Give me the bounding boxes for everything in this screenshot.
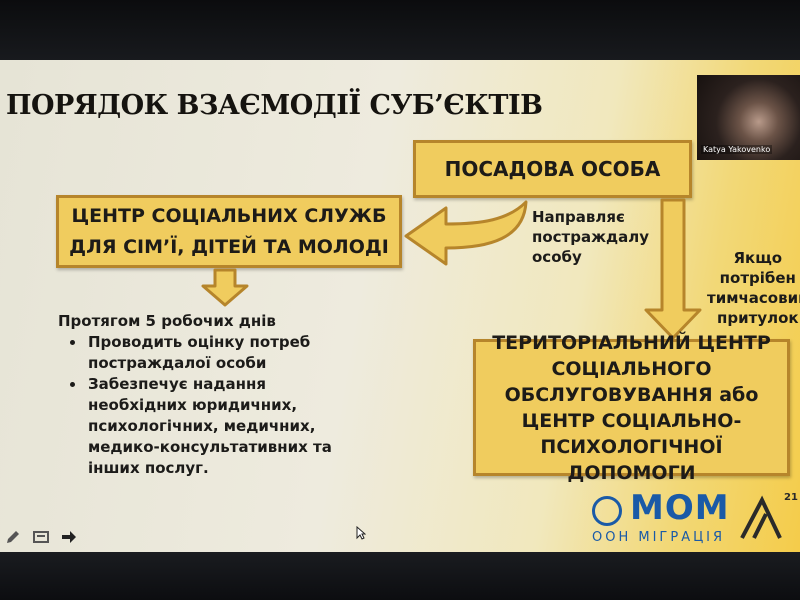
directs-victim-label: Направляє постраждалу особу — [532, 208, 650, 266]
days-heading: Протягом 5 робочих днів — [58, 312, 276, 330]
partner-logo-icon — [740, 495, 782, 539]
down-arrow-small — [200, 268, 250, 308]
actions-list: Протягом 5 робочих днів Проводить оцінку… — [58, 311, 332, 479]
down-arrow-long — [642, 198, 704, 340]
curved-left-arrow — [402, 198, 532, 270]
list-item: Забезпечує надання необхідних юридичних,… — [68, 374, 332, 479]
mouse-cursor-icon — [356, 525, 367, 544]
screen-top-bezel — [0, 0, 800, 70]
un-globe-icon — [592, 496, 622, 526]
screen-bottom-bezel — [0, 552, 800, 600]
presentation-toolbar — [0, 522, 124, 552]
iom-logo-text: МОМ — [630, 488, 730, 528]
next-arrow-icon[interactable] — [60, 528, 78, 546]
partner-logo-number: 21 — [784, 492, 798, 503]
official-box: ПОСАДОВА ОСОБА — [413, 140, 692, 198]
participant-name: Katya Yakovenko — [701, 145, 773, 154]
social-services-center-box: ЦЕНТР СОЦІАЛЬНИХ СЛУЖБ ДЛЯ СІМ’Ї, ДІТЕЙ … — [56, 195, 402, 268]
slides-icon[interactable] — [32, 528, 50, 546]
partner-logo: 21 — [736, 492, 798, 546]
shelter-condition-label: Якщо потрібен тимчасовий притулок — [707, 249, 800, 327]
social-services-center-label: ЦЕНТР СОЦІАЛЬНИХ СЛУЖБ ДЛЯ СІМ’Ї, ДІТЕЙ … — [69, 204, 389, 258]
iom-logo-subtext: ООН МІГРАЦІЯ — [592, 530, 726, 545]
participant-webcam[interactable]: Katya Yakovenko — [697, 75, 800, 160]
territorial-center-box: ТЕРИТОРІАЛЬНИЙ ЦЕНТР СОЦІАЛЬНОГО ОБСЛУГО… — [473, 332, 790, 484]
pen-icon[interactable] — [4, 528, 22, 546]
official-box-label: ПОСАДОВА ОСОБА — [444, 157, 661, 181]
slide-title: ПОРЯДОК ВЗАЄМОДІЇ СУБ’ЄКТІВ — [6, 90, 543, 121]
territorial-center-label: ТЕРИТОРІАЛЬНИЙ ЦЕНТР СОЦІАЛЬНОГО ОБСЛУГО… — [492, 331, 771, 484]
list-item: Проводить оцінку потреб постраждалої осо… — [68, 332, 332, 374]
presentation-slide: ПОРЯДОК ВЗАЄМОДІЇ СУБ’ЄКТІВ ПОСАДОВА ОСО… — [0, 60, 800, 552]
